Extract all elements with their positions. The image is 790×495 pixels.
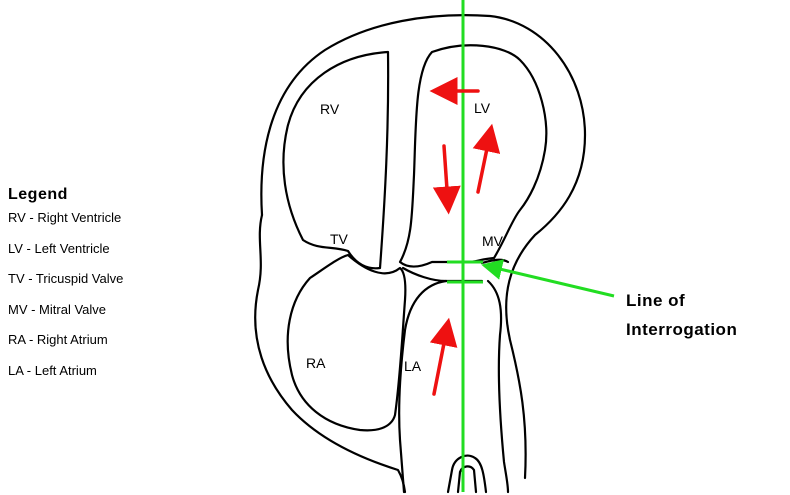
label-mv: MV	[482, 233, 504, 249]
flow-arrow-lv-up	[478, 134, 490, 192]
label-rv: RV	[320, 101, 340, 117]
left-atrium-cavity	[399, 281, 446, 492]
left-ventricle-cavity	[400, 45, 546, 266]
pulmonary-vein-inner	[458, 466, 476, 492]
label-la: LA	[404, 358, 422, 374]
pulmonary-vein	[448, 456, 486, 492]
heart-outer-wall-left-lower	[255, 215, 405, 492]
flow-arrow-la-up	[434, 328, 447, 394]
label-tv: TV	[330, 231, 349, 247]
callout-pointer	[487, 266, 614, 296]
callout-line-2: Interrogation	[626, 320, 737, 339]
label-lv: LV	[474, 100, 491, 116]
callout-line-1: Line of	[626, 291, 685, 310]
label-ra: RA	[306, 355, 326, 371]
flow-arrow-lv-down	[444, 146, 448, 204]
left-atrium-wall-right	[488, 281, 508, 492]
atrial-septum	[403, 268, 482, 281]
right-atrium-cavity	[288, 255, 406, 430]
mitral-valve-right-leaflet	[482, 260, 508, 263]
